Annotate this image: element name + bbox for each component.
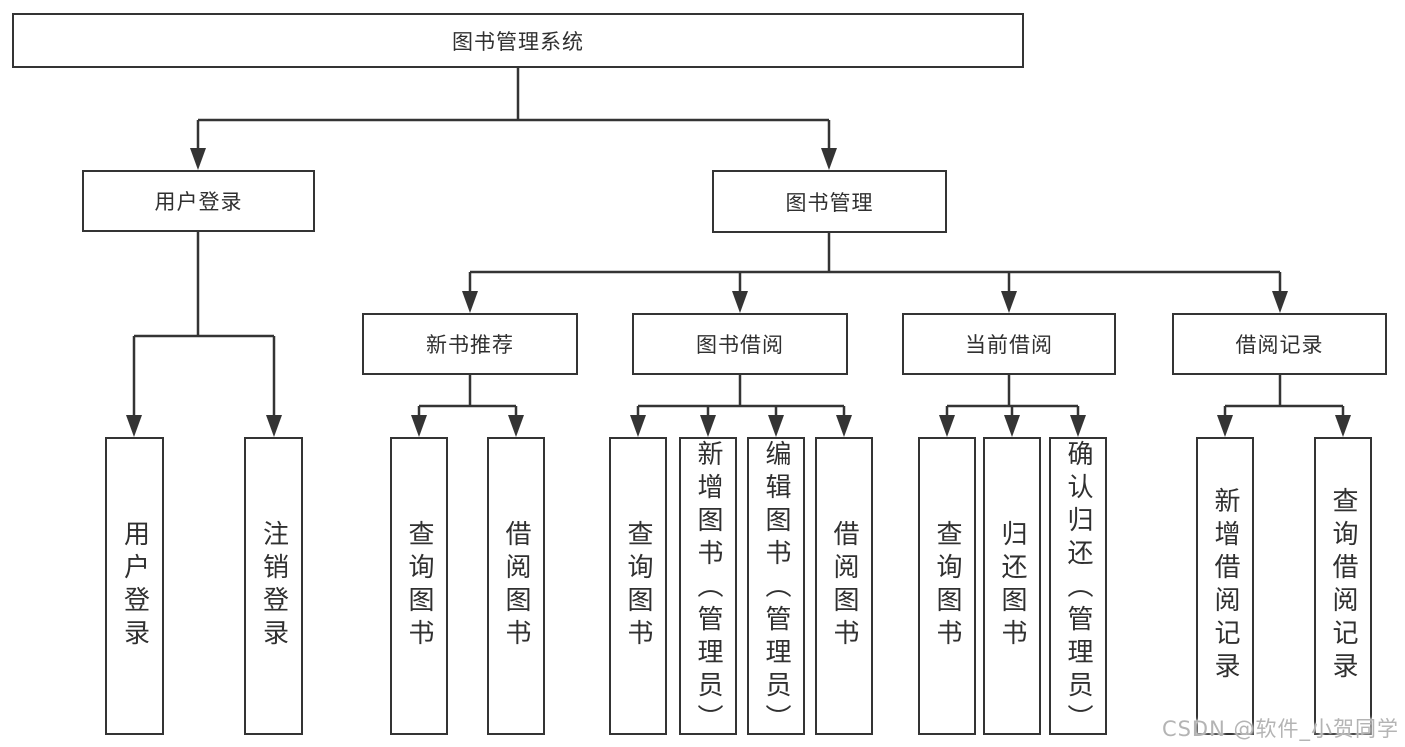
leaf-borrow-books-recommend: 借阅图书 <box>487 437 545 735</box>
node-new-book-recommendation: 新书推荐 <box>362 313 578 375</box>
leaf-user-login: 用户登录 <box>105 437 164 735</box>
leaf-label: 新增图书（管理员） <box>693 440 723 737</box>
leaf-query-books-recommend: 查询图书 <box>390 437 448 735</box>
leaf-label: 借阅图书 <box>501 520 531 652</box>
node-label: 当前借阅 <box>965 333 1053 357</box>
leaf-logout: 注销登录 <box>244 437 303 735</box>
watermark: CSDN @软件_小贺同学 <box>1161 717 1399 741</box>
leaf-return-books: 归还图书 <box>983 437 1041 735</box>
leaf-label: 查询图书 <box>623 520 653 652</box>
leaf-query-books-borrowing: 查询图书 <box>609 437 667 735</box>
leaf-add-borrow-record: 新增借阅记录 <box>1196 437 1254 735</box>
leaf-borrow-books-borrowing: 借阅图书 <box>815 437 873 735</box>
node-book-borrowing: 图书借阅 <box>632 313 848 375</box>
leaf-confirm-return-admin: 确认归还（管理员） <box>1049 437 1107 737</box>
leaf-label: 查询借阅记录 <box>1328 487 1358 685</box>
node-label: 图书管理 <box>785 190 874 215</box>
leaf-label: 编辑图书（管理员） <box>761 440 791 737</box>
node-label: 新书推荐 <box>426 333 514 357</box>
node-label: 图书借阅 <box>696 333 784 357</box>
node-label: 图书管理系统 <box>452 29 584 54</box>
leaf-label: 归还图书 <box>997 520 1027 652</box>
node-label: 借阅记录 <box>1235 333 1324 357</box>
node-borrowing-records: 借阅记录 <box>1172 313 1387 375</box>
leaf-label: 用户登录 <box>119 520 150 652</box>
leaf-add-book-admin: 新增图书（管理员） <box>679 437 737 737</box>
leaf-label: 查询图书 <box>932 520 962 652</box>
leaf-label: 新增借阅记录 <box>1210 487 1240 685</box>
node-current-borrowing: 当前借阅 <box>902 313 1116 375</box>
leaf-label: 确认归还（管理员） <box>1063 440 1093 737</box>
leaf-edit-book-admin: 编辑图书（管理员） <box>747 437 805 737</box>
arrowheads <box>126 148 1351 437</box>
node-user-login: 用户登录 <box>82 170 315 232</box>
leaf-label: 注销登录 <box>258 520 289 652</box>
leaf-query-books-current: 查询图书 <box>918 437 976 735</box>
node-library-management-system: 图书管理系统 <box>12 13 1024 68</box>
leaf-label: 借阅图书 <box>829 520 859 652</box>
leaf-label: 查询图书 <box>404 520 434 652</box>
node-book-management: 图书管理 <box>712 170 947 233</box>
leaf-query-borrow-record: 查询借阅记录 <box>1314 437 1372 735</box>
node-label: 用户登录 <box>154 190 243 214</box>
